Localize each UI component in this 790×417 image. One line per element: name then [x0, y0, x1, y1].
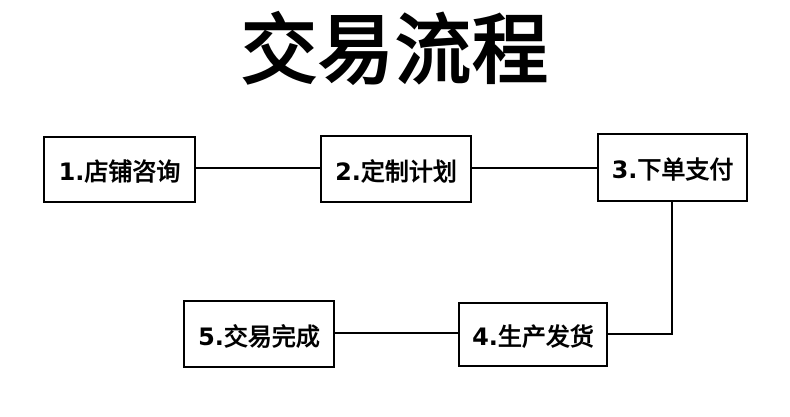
- connector-step3-step4-horizontal: [608, 333, 673, 335]
- flow-node-step-2: 2.定制计划: [320, 135, 472, 203]
- flow-node-step-2-label: 2.定制计划: [335, 157, 457, 186]
- flow-node-step-4: 4.生产发货: [458, 302, 608, 367]
- flow-node-step-1-label: 1.店铺咨询: [58, 158, 181, 186]
- flow-node-step-5-label: 5.交易完成: [198, 322, 320, 351]
- flow-node-step-5: 5.交易完成: [183, 300, 335, 368]
- connector-step3-step4-vertical: [671, 202, 673, 335]
- flow-node-step-3: 3.下单支付: [597, 133, 748, 202]
- page-title: 交易流程: [241, 6, 549, 95]
- connector-step1-step2: [196, 167, 320, 169]
- connector-step2-step3: [472, 167, 597, 169]
- connector-step4-step5: [335, 332, 458, 334]
- flow-node-step-4-label: 4.生产发货: [472, 323, 594, 351]
- flow-node-step-3-label: 3.下单支付: [611, 156, 734, 184]
- flow-node-step-1: 1.店铺咨询: [43, 136, 196, 203]
